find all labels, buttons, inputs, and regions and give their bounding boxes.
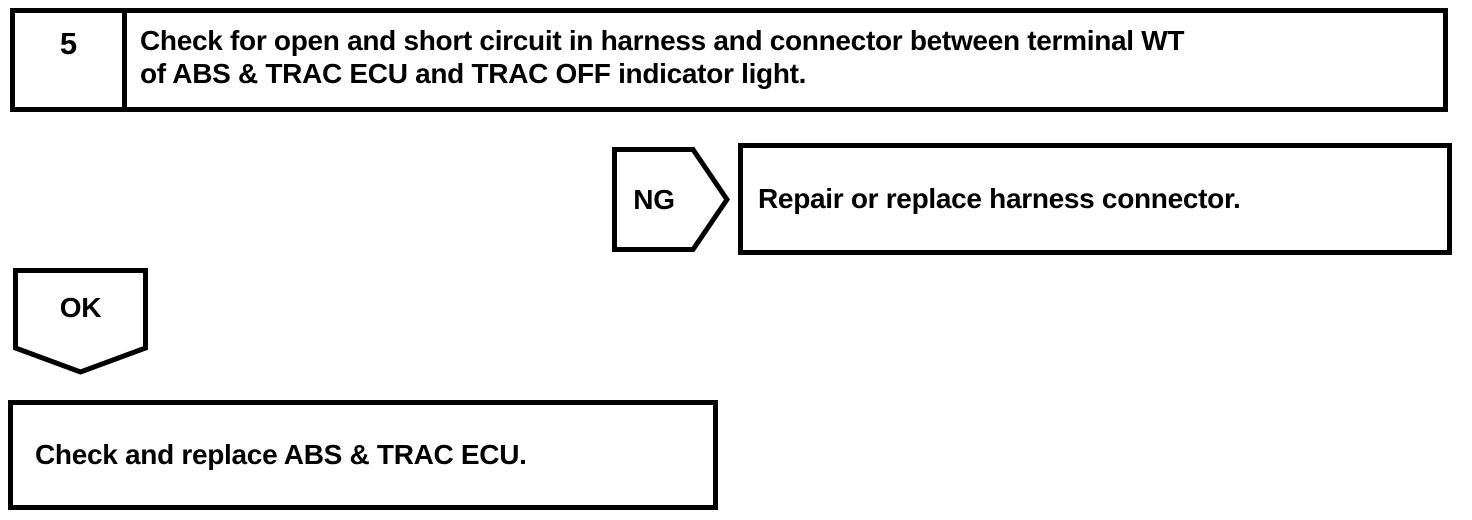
ng-action-text: Repair or replace harness connector. <box>758 183 1241 214</box>
step-instruction-line-1: Check for open and short circuit in harn… <box>140 25 1185 56</box>
step-instruction-line-2: of ABS & TRAC ECU and TRAC OFF indicator… <box>140 58 807 89</box>
ng-connector: NG <box>612 147 730 252</box>
ng-label: NG <box>633 183 675 215</box>
step-number: 5 <box>15 13 127 107</box>
ok-label: OK <box>59 292 102 323</box>
ok-connector: OK <box>13 268 148 375</box>
ng-pentagon-shape <box>612 147 730 252</box>
ok-action-box: Check and replace ABS & TRAC ECU. <box>8 400 718 510</box>
step-instruction: Check for open and short circuit in harn… <box>127 13 1443 107</box>
step-box: 5 Check for open and short circuit in ha… <box>10 8 1448 112</box>
ok-action-text: Check and replace ABS & TRAC ECU. <box>35 439 527 470</box>
ok-pentagon-shape <box>13 268 148 375</box>
ng-action-box: Repair or replace harness connector. <box>738 143 1452 255</box>
